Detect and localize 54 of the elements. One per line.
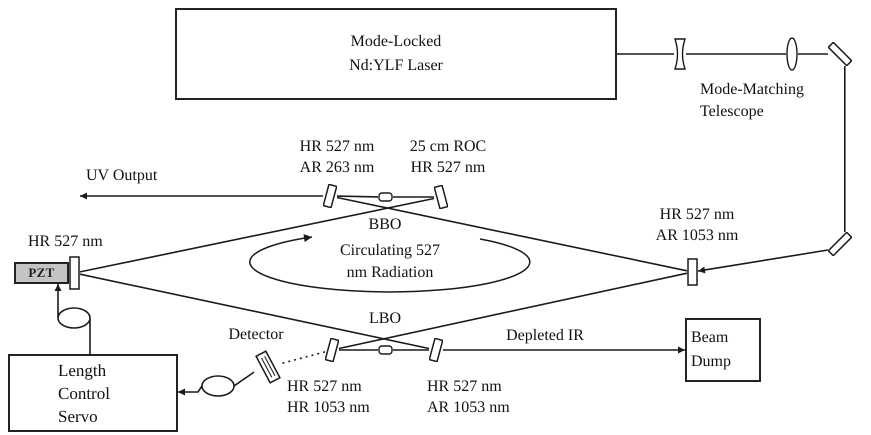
mirror-icon: [323, 184, 337, 208]
dotted-beam-line: [282, 351, 326, 364]
crystal-label: BBO: [368, 215, 402, 235]
beam-dump-label: Beam Dump: [691, 328, 732, 372]
mirror-spec-label: AR 263 nm: [300, 158, 374, 178]
mirror-spec-label: HR 527 nm: [28, 232, 103, 252]
concave-lens-icon: [674, 38, 686, 70]
mirror-spec-label: HR 527 nm: [300, 137, 374, 157]
detector-label: Detector: [228, 325, 284, 345]
mirror-icon: [69, 256, 80, 290]
beam-dump-box: [685, 318, 761, 382]
crystal-icon: [378, 192, 393, 202]
circulation-label: Circulating 527 nm Radiation: [340, 241, 440, 283]
beam-line: [617, 53, 674, 55]
beam-line: [686, 53, 786, 55]
beam-line: [393, 196, 434, 198]
beam-line: [336, 196, 688, 272]
beam-label: UV Output: [84, 166, 160, 186]
pzt-label: PZT: [28, 265, 55, 281]
beam-arrow: [698, 249, 828, 274]
telescope-label: Mode-Matching Telescope: [700, 80, 805, 122]
beam-label: Depleted IR: [504, 326, 586, 346]
laser-label: Mode-Locked Nd:YLF Laser: [348, 32, 444, 76]
mirror-spec-label: AR 1053 nm: [427, 398, 510, 418]
beam-line: [798, 53, 828, 55]
mirror-icon: [429, 338, 443, 362]
convex-lens-icon: [786, 37, 798, 71]
beam-line: [336, 195, 378, 198]
signal-cable: [54, 284, 91, 354]
mirror-spec-label: HR 527 nm: [410, 158, 486, 178]
signal-cable: [178, 371, 254, 397]
mirror-spec-label: AR 1053 nm: [656, 226, 738, 246]
pzt-box: [14, 262, 69, 284]
crystal-icon: [378, 345, 393, 355]
beam-line: [338, 272, 688, 350]
mirror-spec-label: 25 cm ROC: [410, 137, 486, 157]
beam-line: [80, 273, 430, 350]
beam-arrow: [443, 346, 685, 354]
beam-line: [339, 349, 378, 351]
beam-line: [844, 66, 846, 232]
mirror-icon: [687, 258, 698, 286]
mirror-spec-label: HR 527 nm: [660, 205, 734, 225]
crystal-label: LBO: [369, 309, 401, 329]
mirror-spec-label: HR 1053 nm: [287, 398, 370, 418]
beam-line: [393, 349, 429, 351]
mirror-spec-label: HR 527 nm: [287, 377, 362, 397]
beam-arrow: [80, 192, 323, 200]
beam-line: [80, 198, 434, 273]
mirror-icon: [434, 185, 448, 209]
mirror-icon: [325, 338, 339, 362]
servo-label: Length Control Servo: [58, 360, 111, 428]
servo-box: [8, 354, 178, 432]
laser-box: [175, 8, 617, 100]
mirror-spec-label: HR 527 nm: [427, 377, 502, 397]
